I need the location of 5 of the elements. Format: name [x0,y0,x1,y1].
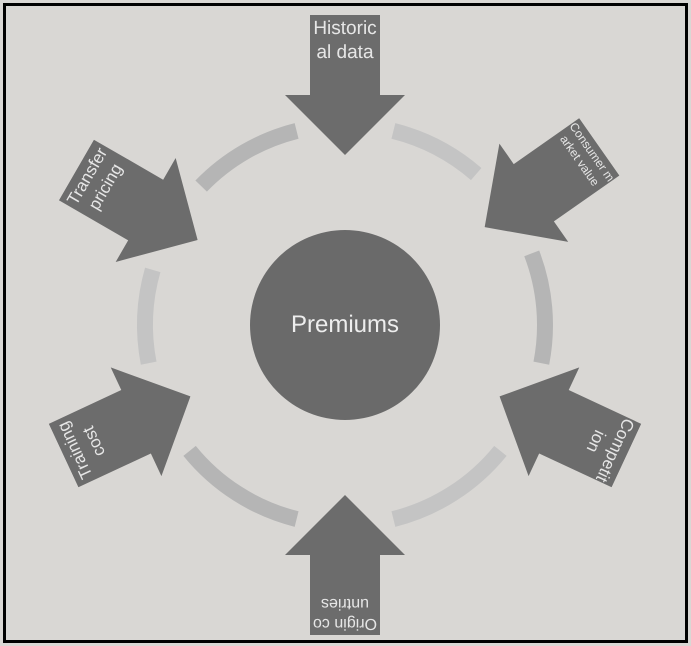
block-arrow [285,495,405,635]
arrow-label: Historical data [312,17,378,64]
block-arrow [285,15,405,155]
arrow-label: Origin countries [312,594,378,633]
circle-label: Premiums [290,310,399,340]
